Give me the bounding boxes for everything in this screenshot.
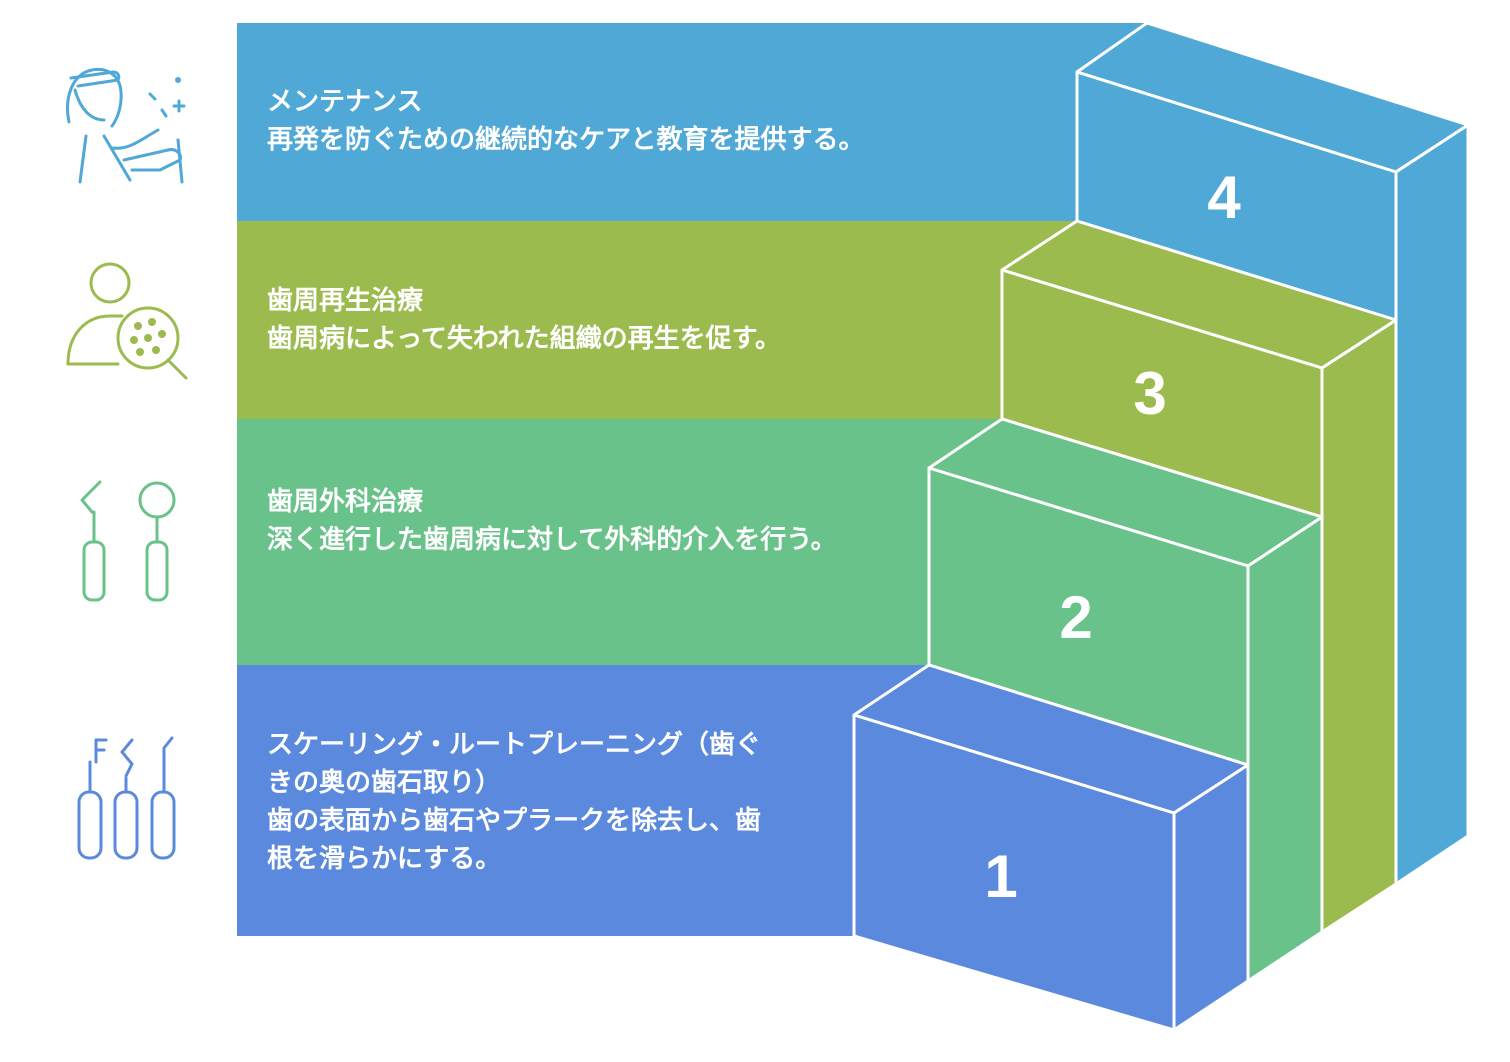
step-1-text: スケーリング・ルートプレーニング（歯ぐきの奥の歯石取り） 歯の表面から歯石やプラ… <box>267 726 767 878</box>
dental-scalers-icon <box>77 736 176 860</box>
step-3-description: 歯周病によって失われた組織の再生を促す。 <box>267 324 782 354</box>
step-3-number: 3 <box>1133 360 1166 427</box>
step-2-text: 歯周外科治療 深く進行した歯周病に対して外科的介入を行う。 <box>267 483 857 559</box>
step-2-title: 歯周外科治療 <box>267 487 424 517</box>
step-4-title: メンテナンス <box>267 87 423 117</box>
step-1-title: スケーリング・ルートプレーニング（歯ぐきの奥の歯石取り） <box>267 730 762 798</box>
step-1-number: 1 <box>984 843 1017 910</box>
step-4-description: 再発を防ぐための継続的なケアと教育を提供する。 <box>267 125 865 155</box>
dental-patient-care-icon <box>66 67 186 184</box>
step-1-background <box>237 665 929 936</box>
step-3-text: 歯周再生治療 歯周病によって失われた組織の再生を促す。 <box>267 282 781 358</box>
step-3-background <box>237 221 1077 419</box>
step-4-text: メンテナンス 再発を防ぐための継続的なケアと教育を提供する。 <box>267 83 864 159</box>
step-3-title: 歯周再生治療 <box>267 286 424 316</box>
step-1-side-face <box>1172 763 1250 1032</box>
step-4-background <box>237 23 1147 221</box>
step-2-number: 2 <box>1059 584 1092 651</box>
step-2-description: 深く進行した歯周病に対して外科的介入を行う。 <box>267 525 837 555</box>
person-magnifier-icon <box>66 262 188 380</box>
dental-mirror-probe-icon <box>80 480 176 602</box>
step-2-background <box>237 419 1002 665</box>
step-2-side-face <box>1246 515 1324 983</box>
step-2-band <box>237 417 1324 983</box>
step-4-number: 4 <box>1207 164 1241 231</box>
step-3-side-face <box>1320 318 1398 934</box>
step-1-description: 歯の表面から歯石やプラークを除去し、歯根を滑らかにする。 <box>267 806 762 874</box>
step-1-band <box>237 663 1250 1032</box>
step-4-side-face <box>1394 123 1470 886</box>
step-3-band <box>237 219 1398 934</box>
